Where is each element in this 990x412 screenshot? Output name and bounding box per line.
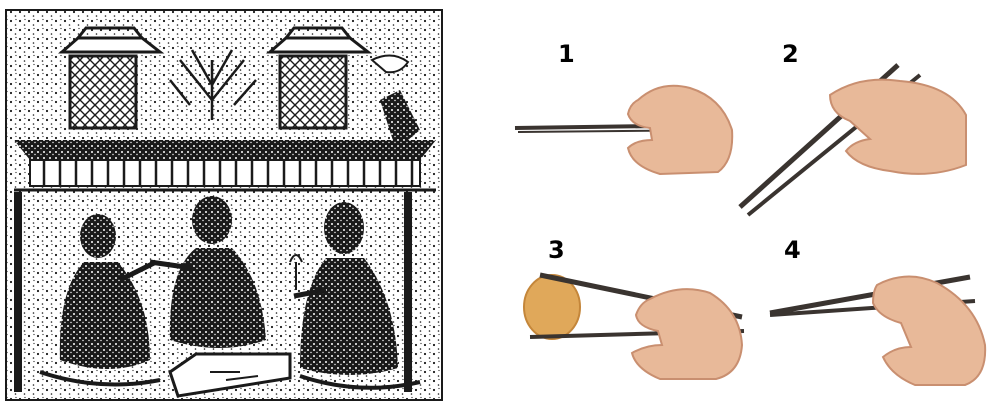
- roof-beam: [14, 140, 436, 190]
- stone-rubbing-image: [0, 0, 450, 407]
- left-pillar: [14, 192, 22, 392]
- step-3-label: 3: [548, 236, 565, 264]
- rubbing-svg: [0, 0, 450, 407]
- right-pillar: [404, 192, 412, 392]
- fruit-ball: [524, 275, 580, 339]
- step-4-illustration: [765, 265, 990, 390]
- chopstick-steps: 1 2 3 4: [450, 0, 990, 407]
- step-1-label: 1: [558, 40, 575, 68]
- step-1-illustration: [510, 70, 740, 180]
- step-4-label: 4: [784, 236, 801, 264]
- step-3-illustration: [520, 265, 750, 385]
- hand-4: [873, 276, 985, 385]
- hand-2: [830, 80, 966, 174]
- step-2-illustration: [730, 55, 975, 220]
